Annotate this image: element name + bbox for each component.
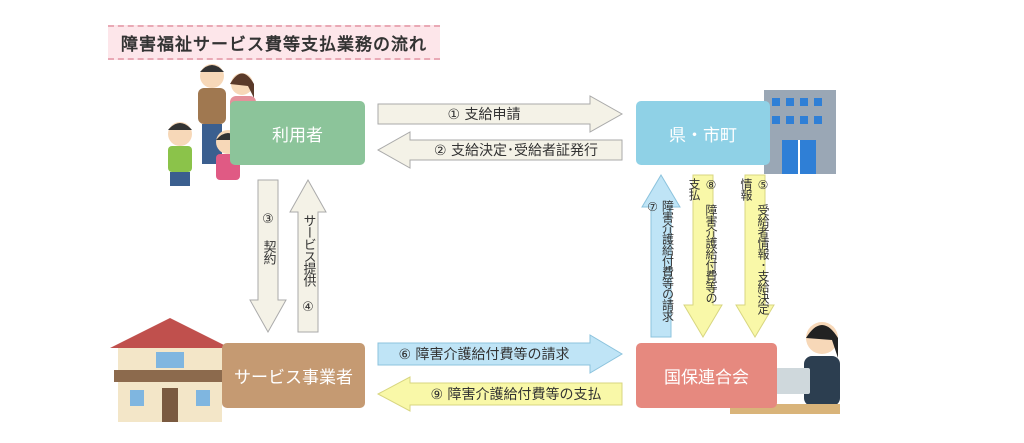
office-worker-illustration	[730, 322, 840, 414]
arrow-9-left	[376, 376, 623, 412]
node-service-provider: サービス事業者	[222, 343, 365, 408]
node-prefecture-city: 県・市町	[636, 101, 770, 165]
arrow-9-label: ⑨ 障害介護給付費等の支払	[430, 387, 602, 403]
arrow-1-label: ① 支給申請	[447, 107, 521, 123]
arrow-4-label: サービス提供 ④	[300, 214, 316, 314]
arrow-5-down	[735, 174, 775, 338]
arrow-5-label: ⑤ 受給者情報･支給決定情報	[739, 178, 770, 314]
arrow-3-label: ③ 契約	[260, 212, 276, 264]
arrow-7-label: 障害介護給付費等の請求 ⑦	[645, 200, 675, 321]
house-illustration	[110, 318, 230, 422]
node-user: 利用者	[230, 101, 365, 165]
arrow-6-label: ⑥ 障害介護給付費等の請求	[398, 347, 570, 363]
arrow-4-up	[289, 178, 327, 333]
arrow-8-down	[683, 174, 723, 338]
arrow-1-right	[377, 95, 624, 133]
arrow-2-left	[376, 131, 623, 169]
arrow-2-label: ② 支給決定･受給者証発行	[433, 143, 598, 159]
arrow-3-down	[249, 179, 287, 334]
office-building-illustration	[764, 90, 836, 174]
diagram-title: 障害福祉サービス費等支払業務の流れ	[108, 25, 440, 60]
arrow-7-up	[641, 174, 681, 338]
node-kokuho-federation: 国保連合会	[636, 343, 777, 408]
arrow-6-right	[377, 334, 623, 374]
arrow-8-label: ⑧ 障害介護給付費等の支払	[687, 178, 718, 303]
